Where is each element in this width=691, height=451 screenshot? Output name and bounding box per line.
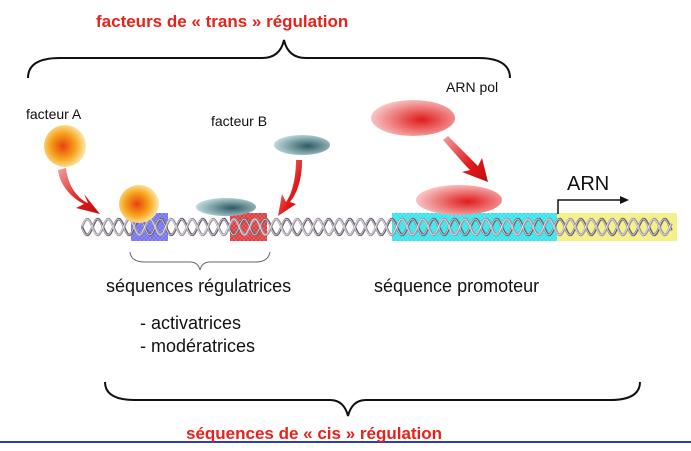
cis-brace [104, 381, 641, 417]
rna-polymerase-shape [371, 100, 455, 136]
dna-double-helix [80, 217, 673, 237]
regulatory-brace [129, 251, 271, 271]
factor-a-shape [44, 125, 86, 167]
promoter-sequence-label: séquence promoteur [374, 276, 540, 296]
factor-b-bound-shape [196, 198, 256, 216]
factor-a-bound-shape [119, 185, 159, 223]
factor-b-shape [274, 135, 330, 155]
polymerase-arrow [443, 136, 488, 182]
moderators-label: - modératrices [140, 336, 256, 356]
cis-regulation-title: séquences de « cis » régulation [186, 424, 443, 443]
factor-a-arrow [58, 168, 100, 214]
factor-b-arrow [278, 160, 302, 216]
transcription-start-arrow [557, 199, 620, 214]
rna-polymerase-bound-shape [416, 185, 502, 215]
factor-b-label: facteur B [211, 113, 268, 129]
factor-a-label: facteur A [26, 106, 82, 122]
rna-polymerase-label: ARN pol [446, 79, 499, 95]
activators-label: - activatrices [140, 313, 242, 333]
rna-transcript-label: ARN [567, 173, 610, 195]
bottom-rule [0, 441, 691, 443]
trans-regulation-title: facteurs de « trans » régulation [96, 12, 349, 31]
trans-brace [27, 39, 511, 79]
regulatory-sequences-label: séquences régulatrices [106, 276, 292, 296]
